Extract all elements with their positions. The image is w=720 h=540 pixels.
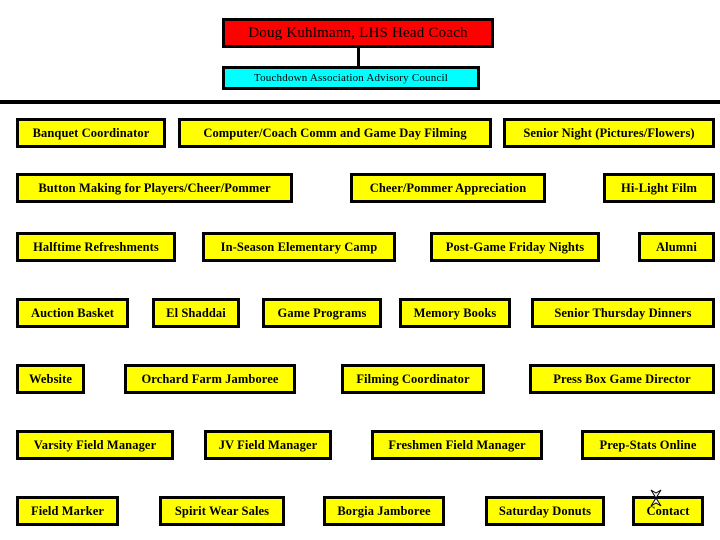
task-node[interactable]: In-Season Elementary Camp: [202, 232, 396, 262]
node-advisory-council[interactable]: Touchdown Association Advisory Council: [222, 66, 480, 90]
task-node[interactable]: Game Programs: [262, 298, 382, 328]
task-node[interactable]: Memory Books: [399, 298, 511, 328]
task-node[interactable]: Hi-Light Film: [603, 173, 715, 203]
task-node[interactable]: Prep-Stats Online: [581, 430, 715, 460]
task-node[interactable]: Filming Coordinator: [341, 364, 485, 394]
connector-head-to-council: [357, 48, 360, 66]
task-node[interactable]: Senior Night (Pictures/Flowers): [503, 118, 715, 148]
task-node[interactable]: Saturday Donuts: [485, 496, 605, 526]
task-node[interactable]: Cheer/Pommer Appreciation: [350, 173, 546, 203]
task-node[interactable]: Website: [16, 364, 85, 394]
task-node[interactable]: Freshmen Field Manager: [371, 430, 543, 460]
task-node[interactable]: Field Marker: [16, 496, 119, 526]
task-node[interactable]: Borgia Jamboree: [323, 496, 445, 526]
task-node[interactable]: Varsity Field Manager: [16, 430, 174, 460]
task-node[interactable]: Banquet Coordinator: [16, 118, 166, 148]
node-head-coach[interactable]: Doug Kuhlmann, LHS Head Coach: [222, 18, 494, 48]
task-node[interactable]: Computer/Coach Comm and Game Day Filming: [178, 118, 492, 148]
task-node[interactable]: Press Box Game Director: [529, 364, 715, 394]
task-node[interactable]: Alumni: [638, 232, 715, 262]
task-node[interactable]: JV Field Manager: [204, 430, 332, 460]
task-node[interactable]: Auction Basket: [16, 298, 129, 328]
task-node[interactable]: Button Making for Players/Cheer/Pommer: [16, 173, 293, 203]
task-node[interactable]: Spirit Wear Sales: [159, 496, 285, 526]
task-node[interactable]: Orchard Farm Jamboree: [124, 364, 296, 394]
task-node[interactable]: Contact: [632, 496, 704, 526]
task-node[interactable]: Halftime Refreshments: [16, 232, 176, 262]
horizontal-divider: [0, 100, 720, 104]
task-node[interactable]: El Shaddai: [152, 298, 240, 328]
task-node[interactable]: Post-Game Friday Nights: [430, 232, 600, 262]
task-node[interactable]: Senior Thursday Dinners: [531, 298, 715, 328]
